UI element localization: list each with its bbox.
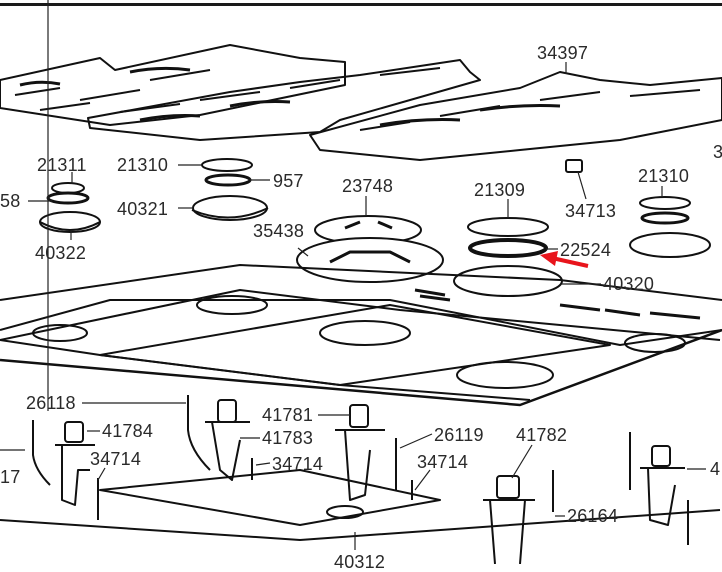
part-label-21311: 21311 xyxy=(37,155,87,175)
top-border xyxy=(0,3,722,6)
part-label-34714-b: 34714 xyxy=(272,454,324,474)
spark-plugs xyxy=(32,395,689,545)
part-label-34714-c: 34714 xyxy=(417,452,469,472)
burner-right xyxy=(629,196,711,258)
part-label-21309: 21309 xyxy=(474,180,526,200)
part-label-957: 957 xyxy=(273,171,304,191)
grate-right xyxy=(309,71,722,161)
part-label-35438: 35438 xyxy=(253,221,305,241)
grate-middle xyxy=(87,59,481,141)
part-label-34397: 34397 xyxy=(537,43,589,63)
valve-41781 xyxy=(335,404,385,501)
part-label-partial-17: 17 xyxy=(0,467,21,487)
burner-highlighted xyxy=(453,217,563,297)
part-label-40321: 40321 xyxy=(117,199,169,219)
part-label-41782: 41782 xyxy=(516,425,568,445)
burner-left-small xyxy=(39,182,101,233)
highlight-arrow xyxy=(540,251,589,268)
part-label-41783: 41783 xyxy=(262,428,314,448)
base-tray xyxy=(0,469,721,541)
part-label-21310-right: 21310 xyxy=(638,166,690,186)
part-label-40320: 40320 xyxy=(603,274,655,294)
part-label-58: 58 xyxy=(0,191,21,211)
cooktop-panel xyxy=(0,264,722,407)
valve-right xyxy=(640,445,685,526)
part-label-34714-a: 34714 xyxy=(90,449,142,469)
part-label-40322: 40322 xyxy=(35,243,87,263)
part-label-34713: 34713 xyxy=(565,201,617,221)
valve-41782 xyxy=(483,475,535,564)
leader-lines xyxy=(0,0,706,550)
part-label-26164: 26164 xyxy=(567,506,619,526)
part-label-41784: 41784 xyxy=(102,421,154,441)
part-label-22524: 22524 xyxy=(560,240,612,260)
burner-center-large xyxy=(296,215,444,283)
part-label-26119: 26119 xyxy=(434,425,484,445)
part-label-26118: 26118 xyxy=(26,393,76,413)
part-label-41781: 41781 xyxy=(262,405,314,425)
part-label-partial-4: 4 xyxy=(710,459,721,479)
part-label-21310-left: 21310 xyxy=(117,155,169,175)
part-label-partial-3: 3 xyxy=(713,142,722,162)
burner-left-medium xyxy=(191,158,269,221)
valve-41784 xyxy=(55,421,95,506)
part-label-23748: 23748 xyxy=(342,176,394,196)
clip-part xyxy=(565,159,583,173)
grate-left xyxy=(0,44,346,126)
part-label-40312-partial: 40312 xyxy=(334,552,386,572)
valve-41783 xyxy=(205,399,250,481)
